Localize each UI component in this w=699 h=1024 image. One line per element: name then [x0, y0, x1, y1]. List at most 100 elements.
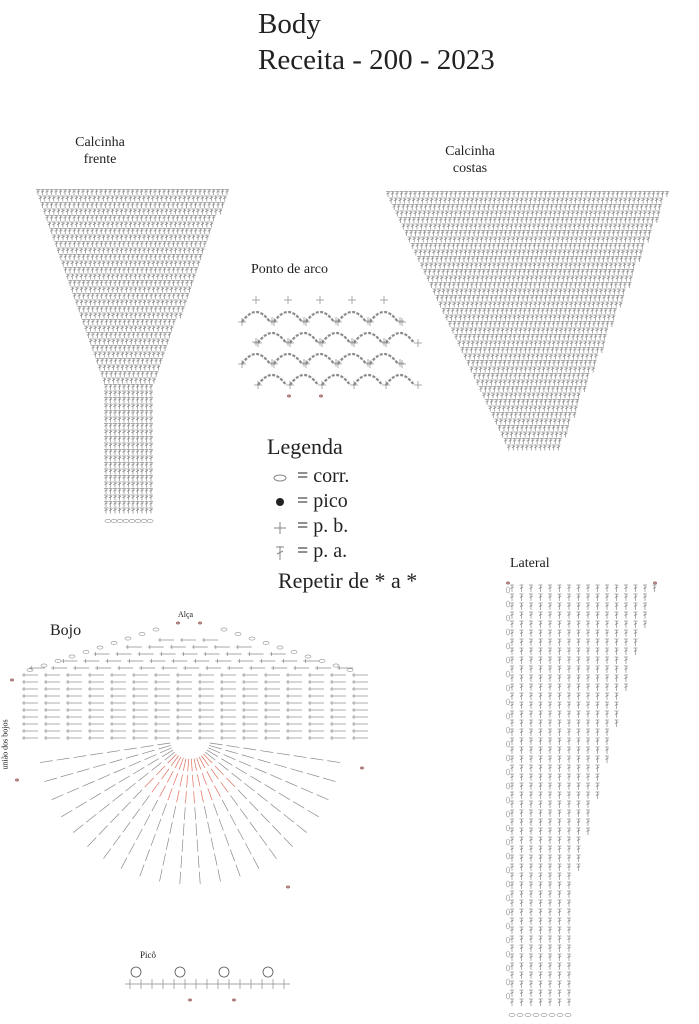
stitch: [452, 198, 456, 202]
stitch: [140, 307, 144, 310]
stitch: [144, 463, 149, 466]
stitch: [54, 229, 58, 232]
stitch: [516, 192, 521, 195]
stitch: [562, 231, 566, 234]
stitch: [412, 237, 416, 241]
stitch: [615, 237, 619, 241]
stitch: [543, 192, 548, 195]
stitch: [131, 294, 135, 297]
stitch: [406, 205, 410, 208]
stitch: [72, 229, 76, 232]
stitch: [88, 235, 92, 239]
stitch: [631, 224, 635, 228]
stitch: [102, 287, 106, 291]
stitch: [119, 235, 124, 239]
stitch: [115, 274, 119, 278]
stitch: [117, 398, 122, 401]
stitch: [521, 231, 526, 234]
stitch: [510, 198, 515, 202]
stitch: [502, 257, 507, 260]
stitch: [152, 352, 156, 356]
stitch: [660, 192, 665, 195]
stitch: [189, 216, 193, 219]
stitch: [189, 268, 194, 271]
stitch: [187, 209, 191, 213]
stitch: [451, 244, 455, 247]
stitch: [175, 203, 180, 206]
stitch: [514, 205, 518, 208]
stitch: [93, 261, 97, 265]
stitch: [147, 287, 151, 291]
stitch: [104, 346, 109, 349]
stitch: [117, 190, 121, 193]
stitch: [400, 211, 404, 215]
stitch: [501, 198, 506, 202]
stitch: [86, 281, 90, 284]
stitch: [589, 211, 593, 215]
stitch: [160, 222, 164, 226]
stitch: [156, 339, 160, 343]
stitch: [90, 268, 95, 271]
stitch: [122, 359, 127, 362]
stitch: [131, 216, 135, 219]
stitch: [505, 244, 509, 247]
stitch: [65, 235, 70, 239]
stitch: [92, 222, 97, 226]
stitch: [611, 211, 615, 215]
stitch: [631, 244, 635, 247]
stitch: [422, 211, 426, 215]
stitch: [66, 261, 70, 265]
stitch: [169, 196, 173, 200]
stitch: [66, 274, 70, 278]
stitch: [117, 456, 122, 460]
stitch: [160, 274, 164, 278]
stitch: [581, 205, 585, 208]
stitch: [491, 205, 495, 208]
stitch: [132, 372, 136, 375]
stitch: [200, 196, 204, 200]
stitch: [647, 211, 651, 215]
stitch: [622, 244, 626, 247]
stitch: [599, 205, 603, 208]
stitch: [554, 205, 558, 208]
stitch: [68, 216, 72, 219]
stitch: [413, 231, 418, 234]
bojo-label: Bojo: [50, 622, 82, 639]
stitch: [144, 456, 149, 460]
stitch: [146, 196, 150, 200]
stitch: [180, 203, 184, 206]
stitch: [623, 218, 628, 221]
stitch: [140, 294, 144, 297]
stitch: [439, 218, 443, 221]
stitch: [142, 274, 146, 278]
stitch: [122, 424, 126, 427]
stitch: [133, 261, 137, 265]
stitch: [85, 203, 90, 206]
stitch: [406, 224, 410, 228]
stitch: [122, 495, 126, 499]
stitch: [134, 352, 138, 356]
stitch: [126, 424, 131, 427]
stitch: [453, 257, 457, 260]
stitch: [147, 352, 151, 356]
stitch: [79, 313, 84, 317]
stitch: [171, 190, 175, 193]
stitch: [184, 203, 189, 206]
stitch: [142, 326, 147, 330]
stitch: [47, 209, 52, 213]
stitch: [207, 216, 211, 219]
stitch: [607, 250, 612, 254]
stitch: [156, 365, 161, 369]
stitch: [392, 205, 396, 208]
stitch: [135, 203, 139, 206]
stitch: [423, 250, 427, 254]
stitch: [178, 248, 182, 252]
stitch: [390, 192, 395, 195]
stitch: [154, 320, 158, 323]
stitch: [525, 257, 529, 260]
stitch: [636, 244, 640, 247]
stitch: [139, 190, 144, 193]
stitch: [117, 229, 121, 232]
stitch: [122, 430, 126, 434]
stitch: [56, 248, 61, 252]
